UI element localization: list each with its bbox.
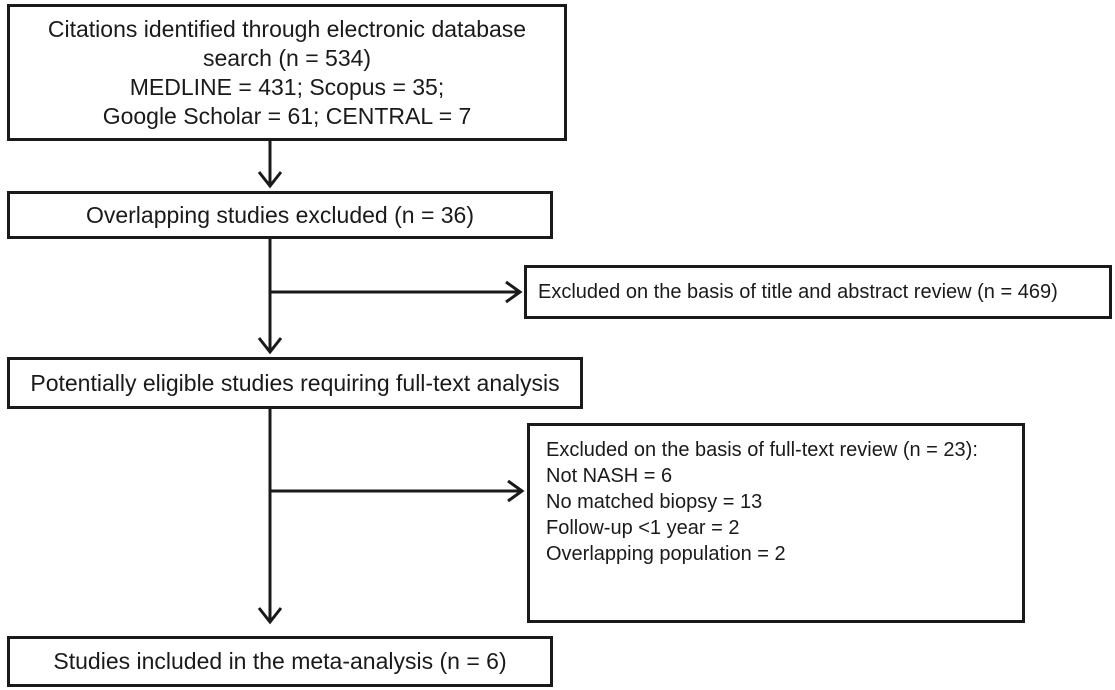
arrowhead-to-title-abstract [505, 280, 523, 304]
citations-identified-line-3: MEDLINE = 431; Scopus = 35; [129, 73, 445, 100]
arrowhead-identified-to-overlap [257, 171, 283, 189]
citations-identified-line-4: Google Scholar = 61; CENTRAL = 7 [102, 102, 472, 129]
arrowhead-overlap-to-eligible [257, 337, 283, 355]
overlapping-excluded-box: Overlapping studies excluded (n = 36) [7, 191, 553, 239]
eligible-studies-box: Potentially eligible studies requiring f… [7, 357, 583, 409]
fulltext-excluded-line-2: Not NASH = 6 [546, 465, 673, 487]
title-abstract-excluded-box: Excluded on the basis of title and abstr… [524, 265, 1112, 319]
studies-included-text: Studies included in the meta-analysis (n… [53, 648, 507, 674]
overlapping-excluded-text: Overlapping studies excluded (n = 36) [85, 201, 475, 228]
citations-identified-line-2: search (n = 534) [202, 44, 372, 71]
citations-identified-line-1: Citations identified through electronic … [47, 15, 527, 42]
fulltext-excluded-box: Excluded on the basis of full-text revie… [527, 423, 1025, 623]
eligible-studies-text: Potentially eligible studies requiring f… [30, 369, 560, 396]
citations-identified-box: Citations identified through electronic … [7, 4, 567, 141]
arrowhead-to-fulltext [507, 479, 525, 503]
fulltext-excluded-line-1: Excluded on the basis of full-text revie… [546, 439, 978, 461]
fulltext-excluded-line-4: Follow-up <1 year = 2 [546, 517, 740, 539]
title-abstract-excluded-text: Excluded on the basis of title and abstr… [538, 280, 1058, 303]
fulltext-excluded-line-5: Overlapping population = 2 [546, 543, 786, 565]
studies-included-box: Studies included in the meta-analysis (n… [7, 636, 553, 687]
fulltext-excluded-line-3: No matched biopsy = 13 [546, 491, 763, 513]
arrowhead-eligible-to-included [257, 607, 283, 625]
